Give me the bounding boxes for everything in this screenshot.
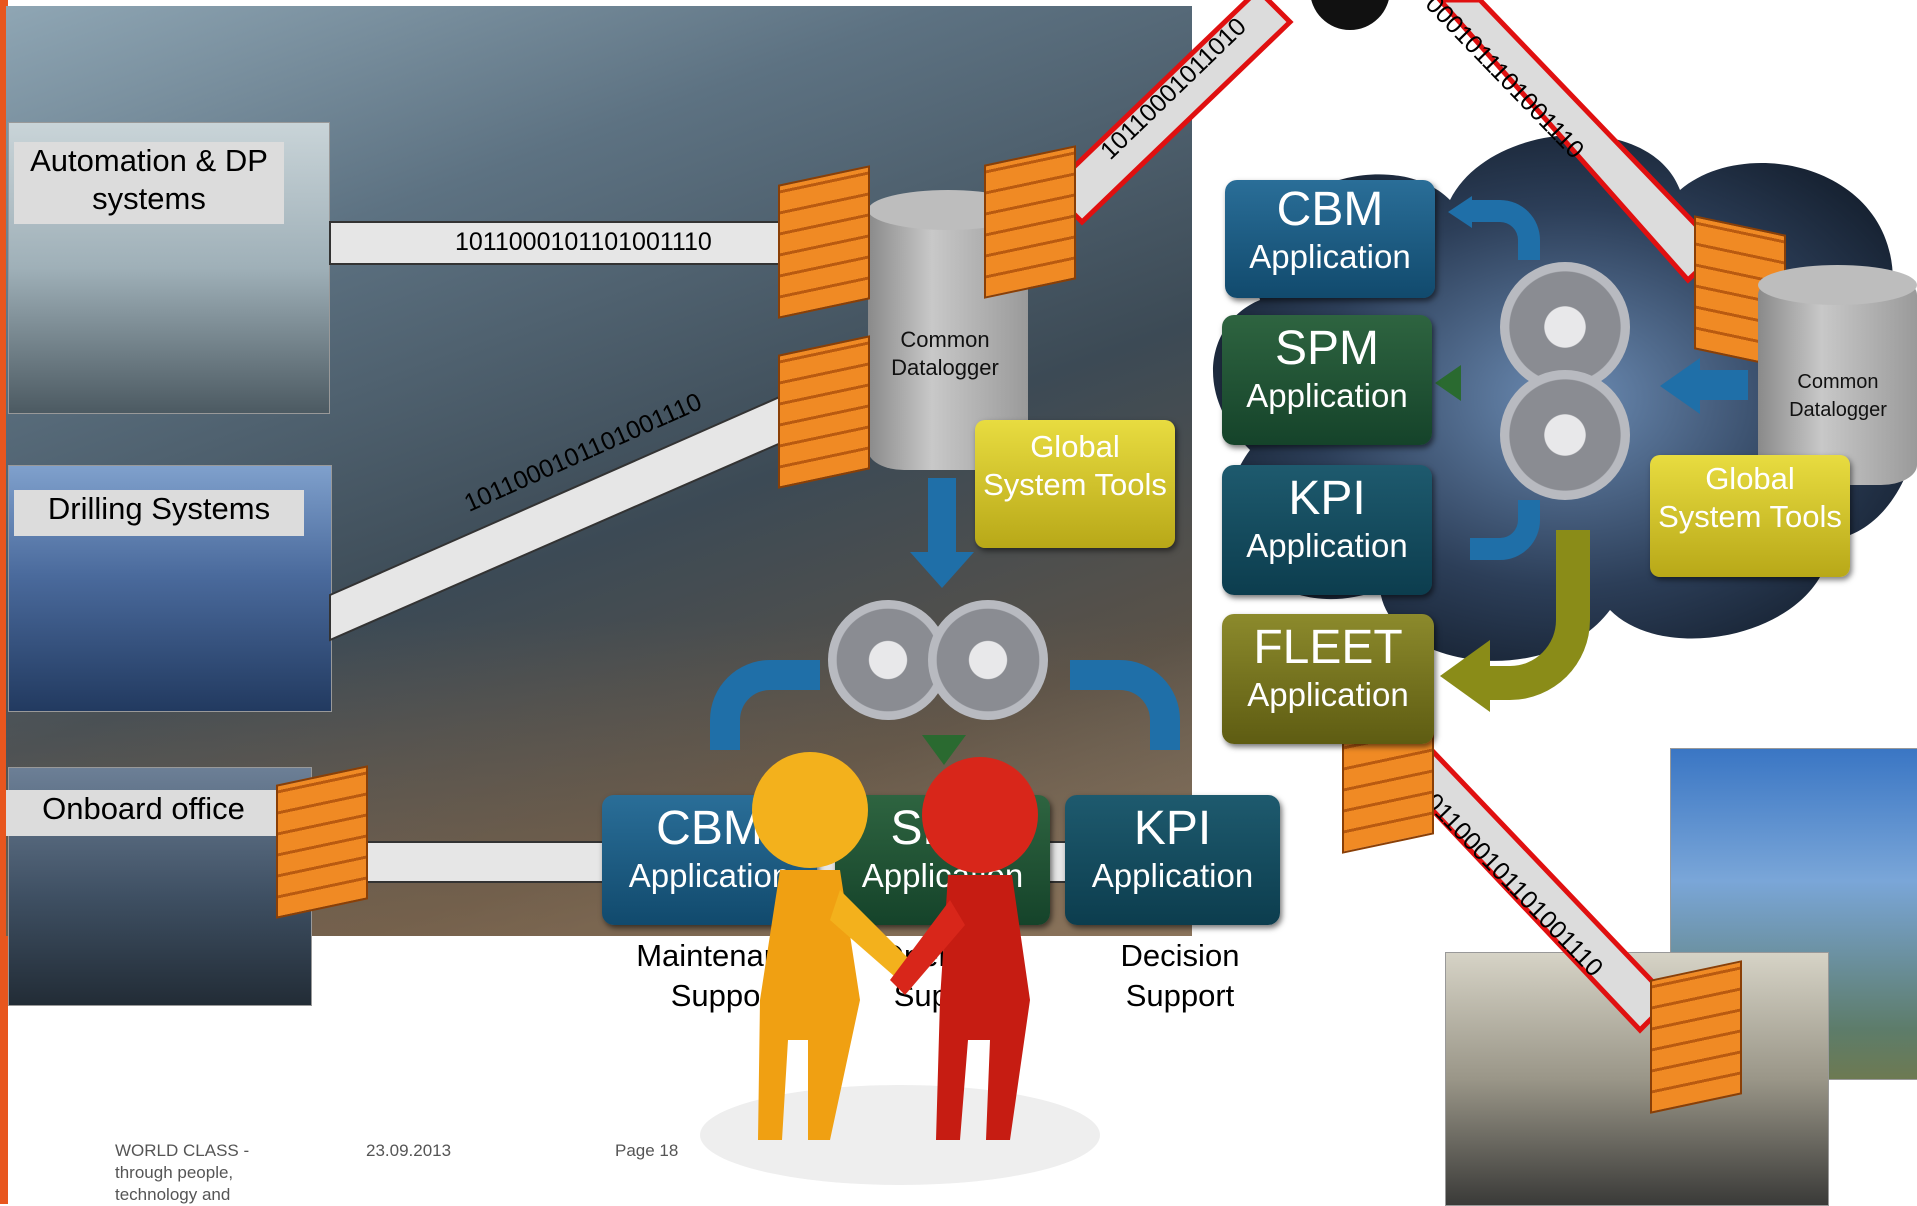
drilling-label: Drilling Systems	[14, 490, 304, 536]
decision-support-label: Decision Support	[1120, 938, 1240, 1013]
gear-icon	[928, 600, 1048, 720]
cloud-spm-app: SPM Application	[1222, 315, 1432, 445]
gear-icon	[1500, 370, 1630, 500]
cloud-fleet-app: FLEET Application	[1222, 614, 1434, 744]
app-subtitle: Application	[1091, 857, 1254, 894]
cloud-cbm-app: CBM Application	[1225, 180, 1435, 298]
app-subtitle: Application	[1246, 527, 1408, 564]
app-title: SPM	[1274, 322, 1379, 375]
footer-date: 23.09.2013	[366, 1141, 452, 1160]
app-title: CBM	[1276, 183, 1384, 236]
firewall-icon	[276, 765, 368, 919]
app-title: FLEET	[1253, 621, 1403, 674]
onboard-global-tools: Global System Tools	[975, 420, 1175, 548]
left-arrow-icon	[1440, 640, 1490, 712]
top-node	[1311, 0, 1389, 30]
firewall-icon	[984, 145, 1076, 299]
cloud-global-tools: Global System Tools	[1650, 455, 1850, 577]
app-title: KPI	[1133, 802, 1212, 855]
handshake-figures	[700, 752, 1100, 1185]
red-figure	[890, 757, 1038, 1140]
down-arrow-icon	[928, 478, 956, 558]
app-title: KPI	[1288, 472, 1366, 525]
firewall-icon	[1650, 960, 1742, 1114]
app-title: CBM	[656, 802, 763, 855]
cloud-kpi-app: KPI Application	[1222, 465, 1432, 595]
left-arrow-icon	[1435, 365, 1461, 401]
app-subtitle: Application	[1249, 238, 1411, 275]
left-arrow-icon	[1660, 358, 1700, 414]
app-subtitle: Application	[628, 857, 791, 894]
automation-label: Automation & DP systems	[14, 142, 284, 224]
down-arrow-icon	[922, 735, 966, 765]
down-arrow-icon	[910, 552, 974, 588]
left-arrow-icon	[1448, 196, 1472, 228]
onboard-kpi-app: KPI Application	[1065, 795, 1280, 925]
cloud-datalogger-label: Common Datalogger	[1789, 371, 1887, 421]
office-label: Onboard office	[6, 790, 281, 836]
drilling-link-bar	[329, 386, 817, 642]
onboard-datalogger-label: Common Datalogger	[891, 327, 999, 380]
yellow-figure	[752, 752, 920, 1140]
accent-bar	[0, 0, 8, 1204]
automation-binary: 1011000101101001110	[455, 228, 712, 256]
firewall-icon	[778, 165, 870, 319]
footer-tagline: WORLD CLASS - through people, technology…	[115, 1141, 250, 1204]
footer-page: Page 18	[615, 1141, 679, 1160]
cloud-datalogger	[1758, 275, 1917, 485]
firewall-icon	[778, 335, 870, 489]
app-subtitle: Application	[1246, 377, 1408, 414]
cloud-datalogger-top	[1758, 265, 1917, 305]
left-arrow-icon	[1700, 370, 1748, 400]
app-subtitle: Application	[1247, 676, 1409, 713]
